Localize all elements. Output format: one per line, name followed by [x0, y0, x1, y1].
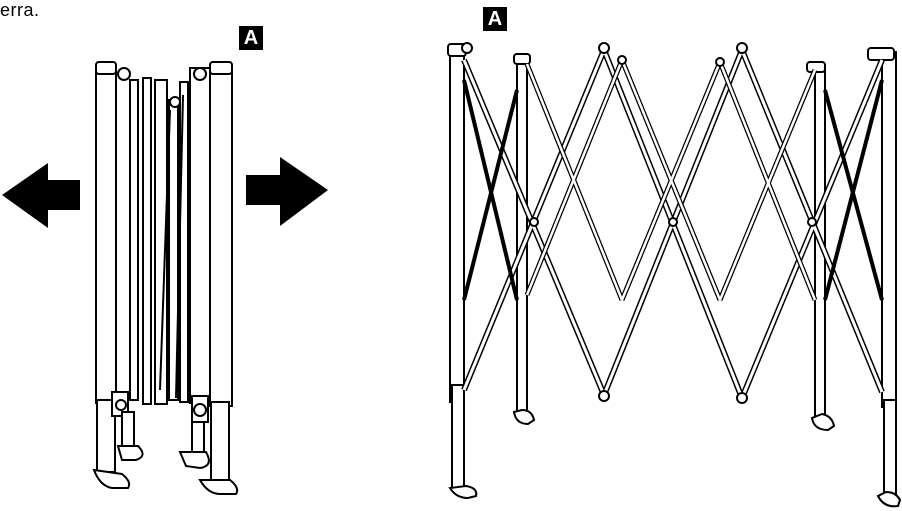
expanded-frame: [447, 42, 902, 508]
arrow-left-icon: [2, 163, 80, 228]
folded-frame-label: A: [239, 26, 263, 50]
instruction-caption: erra.: [0, 0, 40, 20]
folded-frame: [92, 61, 239, 495]
arrow-right-icon: [246, 157, 328, 226]
expanded-frame-label: A: [483, 7, 507, 31]
